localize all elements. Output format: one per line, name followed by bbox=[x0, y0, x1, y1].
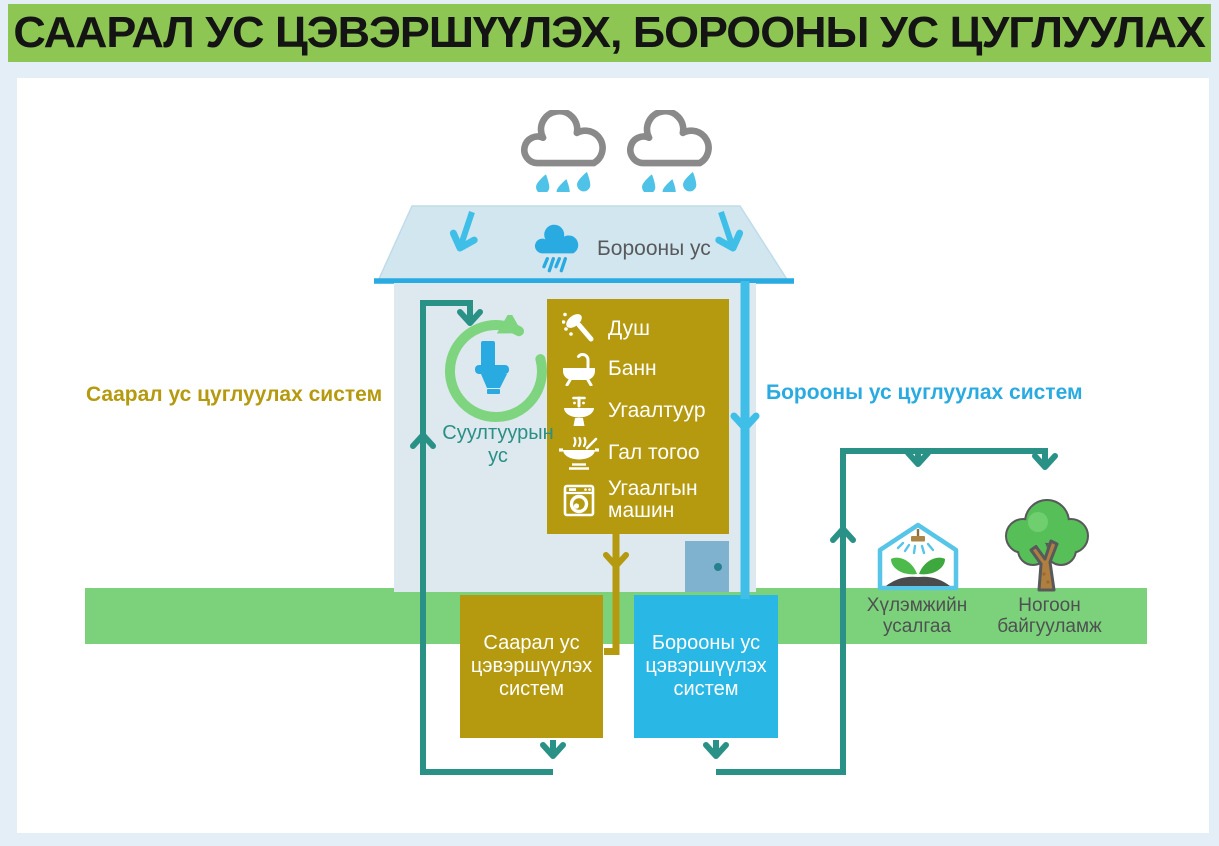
tree-icon bbox=[1000, 494, 1094, 597]
fixture-label: Гал тогоо bbox=[608, 441, 700, 464]
page-title: СААРАЛ УС ЦЭВЭРШҮҮЛЭХ, БОРООНЫ УС ЦУГЛУУ… bbox=[13, 8, 1207, 57]
rainwater-treatment-box: Борооны ус цэвэршүүлэх систем bbox=[634, 595, 778, 738]
bathtub-icon bbox=[559, 352, 599, 386]
sink-icon bbox=[559, 393, 599, 429]
fixture-row-sink: Угаалтуур bbox=[547, 393, 729, 429]
recycle-arrow-icon bbox=[440, 310, 552, 432]
toilet-icon bbox=[475, 341, 509, 394]
fixture-label: Угаалтуур bbox=[608, 398, 706, 422]
door-knob-icon bbox=[714, 563, 722, 571]
fixture-row-kitchen: Гал тогоо bbox=[547, 435, 729, 471]
fixture-label: Банн bbox=[608, 357, 657, 380]
fixture-row-shower: Душ bbox=[547, 312, 729, 346]
greenhouse-irrigation-icon bbox=[874, 520, 962, 597]
greenhouse-label: Хүлэмжийн усалгаа bbox=[866, 595, 968, 637]
roof-rain-label: Борооны ус bbox=[597, 237, 711, 260]
cloud-icon bbox=[520, 107, 612, 199]
rainwater-system-label: Борооны ус цуглуулах систем bbox=[766, 381, 1083, 404]
kitchen-icon bbox=[559, 435, 599, 471]
fixture-label: Угаалгын машин bbox=[608, 476, 698, 522]
greywater-system-label: Саарал ус цуглуулах систем bbox=[86, 383, 383, 406]
fixtures-box: Душ Банн Угаалтуур bbox=[547, 299, 729, 534]
rain-cloud-icon bbox=[528, 224, 588, 281]
door bbox=[685, 541, 729, 592]
title-banner: СААРАЛ УС ЦЭВЭРШҮҮЛЭХ, БОРООНЫ УС ЦУГЛУУ… bbox=[8, 4, 1211, 62]
fixture-label: Душ bbox=[608, 316, 651, 340]
shower-icon bbox=[559, 312, 599, 346]
fixture-row-bath: Банн bbox=[547, 352, 729, 386]
green-area-label: Ногоон байгууламж bbox=[997, 595, 1102, 637]
roof bbox=[368, 198, 800, 295]
washing-machine-icon bbox=[559, 482, 599, 518]
fixture-row-washer: Угаалгын машин bbox=[547, 476, 729, 522]
toilet-water-label: Суултуурын ус bbox=[442, 422, 554, 467]
greywater-treatment-box: Саарал ус цэвэршүүлэх систем bbox=[460, 595, 603, 738]
cloud-icon bbox=[626, 107, 718, 199]
